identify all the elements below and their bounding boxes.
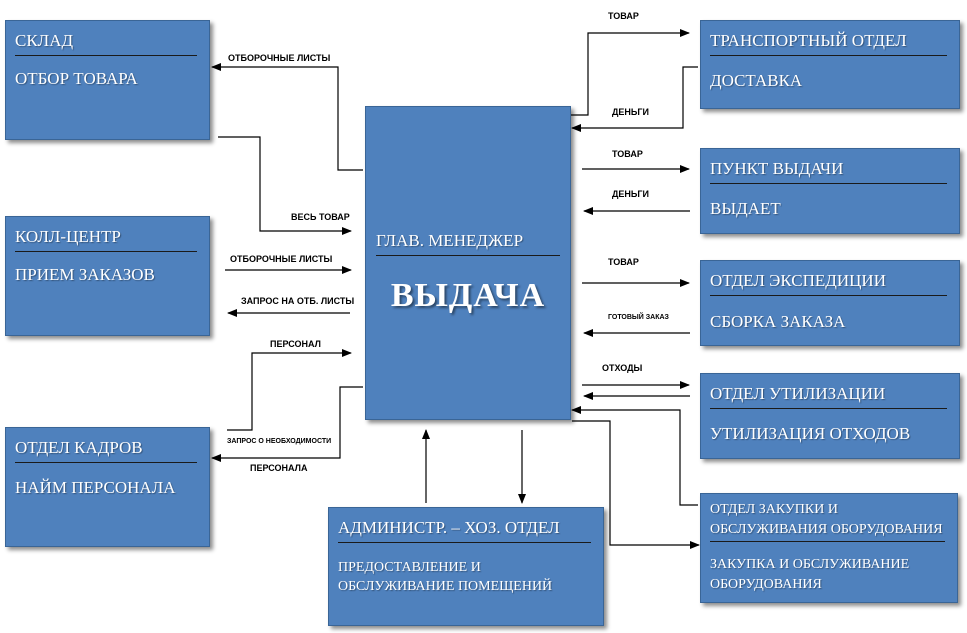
label-all-goods: ВЕСЬ ТОВАР: [291, 212, 350, 222]
recycling-title: ОТДЕЛ УТИЛИЗАЦИИ: [710, 384, 947, 409]
box-transport: ТРАНСПОРТНЫЙ ОТДЕЛ ДОСТАВКА: [700, 20, 960, 109]
main-manager-action: ВЫДАЧА: [390, 277, 546, 314]
box-recycling: ОТДЕЛ УТИЛИЗАЦИИ УТИЛИЗАЦИЯ ОТХОДОВ: [700, 373, 960, 459]
label-ready-order: ГОТОВЫЙ ЗАКАЗ: [608, 314, 669, 321]
transport-desc: ДОСТАВКА: [710, 71, 803, 90]
call-center-desc: ПРИЕМ ЗАКАЗОВ: [15, 265, 155, 284]
label-money-pickup: ДЕНЬГИ: [612, 189, 649, 199]
procurement-title-line1: ОТДЕЛ ЗАКУПКИ И: [710, 502, 838, 517]
arrow-center-to-procurement: [572, 420, 700, 549]
box-pickup-point: ПУНКТ ВЫДАЧИ ВЫДАЕТ: [700, 148, 960, 234]
expedition-desc: СБОРКА ЗАКАЗА: [710, 312, 846, 331]
label-goods-pickup: ТОВАР: [612, 149, 643, 159]
box-hr: ОТДЕЛ КАДРОВ НАЙМ ПЕРСОНАЛА: [5, 427, 210, 547]
pickup-desc: ВЫДАЕТ: [710, 199, 781, 218]
pickup-title: ПУНКТ ВЫДАЧИ: [710, 159, 947, 184]
label-waste: ОТХОДЫ: [602, 363, 643, 373]
procurement-desc-line1: ЗАКУПКА И ОБСЛУЖИВАНИЕ: [710, 557, 910, 572]
hr-title: ОТДЕЛ КАДРОВ: [15, 438, 197, 463]
recycling-desc: УТИЛИЗАЦИЯ ОТХОДОВ: [710, 424, 911, 443]
arrow-center-to-transport: [570, 29, 690, 116]
arrow-procurement-to-center: [571, 406, 698, 506]
hr-desc: НАЙМ ПЕРСОНАЛА: [15, 478, 176, 497]
box-procurement: ОТДЕЛ ЗАКУПКИ И ОБСЛУЖИВАНИЯ ОБОРУДОВАНИ…: [700, 493, 958, 603]
label-request-lists: ЗАПРОС НА ОТБ. ЛИСТЫ: [241, 296, 355, 306]
arrow-hr-to-center: [227, 349, 352, 431]
label-need-request: ЗАПРОС О НЕОБХОДИМОСТИ: [227, 438, 332, 445]
arrow-sklad-to-center: [218, 136, 352, 235]
procurement-desc-line2: ОБОРУДОВАНИЯ: [710, 577, 822, 592]
label-personnel: ПЕРСОНАЛ: [270, 339, 321, 349]
box-sklad: СКЛАД ОТБОР ТОВАРА: [5, 20, 210, 140]
box-expedition: ОТДЕЛ ЭКСПЕДИЦИИ СБОРКА ЗАКАЗА: [700, 260, 960, 346]
label-goods-expedition: ТОВАР: [608, 257, 639, 267]
call-center-title: КОЛЛ-ЦЕНТР: [15, 227, 197, 252]
main-manager-title: ГЛАВ. МЕНЕДЖЕР: [376, 231, 560, 256]
box-call-center: КОЛЛ-ЦЕНТР ПРИЕМ ЗАКАЗОВ: [5, 216, 210, 336]
label-sklad-lists: ОТБОРОЧНЫЕ ЛИСТЫ: [228, 53, 331, 63]
transport-title: ТРАНСПОРТНЫЙ ОТДЕЛ: [710, 31, 947, 56]
label-money-transport: ДЕНЬГИ: [612, 107, 649, 117]
label-goods-transport: ТОВАР: [608, 11, 639, 21]
box-admin: АДМИНИСТР. – ХОЗ. ОТДЕЛ ПРЕДОСТАВЛЕНИЕ И…: [328, 507, 604, 626]
arrow-center-to-hr: [211, 386, 363, 462]
arrow-transport-to-center: [571, 66, 698, 132]
admin-desc-line1: ПРЕДОСТАВЛЕНИЕ И: [338, 560, 481, 575]
label-personnel-of: ПЕРСОНАЛА: [250, 463, 308, 473]
expedition-title: ОТДЕЛ ЭКСПЕДИЦИИ: [710, 271, 947, 296]
admin-title: АДМИНИСТР. – ХОЗ. ОТДЕЛ: [338, 518, 591, 543]
arrow-center-to-sklad: [211, 63, 363, 171]
box-main-manager: ГЛАВ. МЕНЕДЖЕР ВЫДАЧА: [365, 106, 571, 420]
procurement-title-line2: ОБСЛУЖИВАНИЯ ОБОРУДОВАНИЯ: [710, 521, 945, 542]
sklad-title: СКЛАД: [15, 31, 197, 56]
label-call-lists: ОТБОРОЧНЫЕ ЛИСТЫ: [230, 254, 333, 264]
admin-desc-line2: ОБСЛУЖИВАНИЕ ПОМЕЩЕНИЙ: [338, 579, 553, 594]
sklad-desc: ОТБОР ТОВАРА: [15, 69, 138, 88]
